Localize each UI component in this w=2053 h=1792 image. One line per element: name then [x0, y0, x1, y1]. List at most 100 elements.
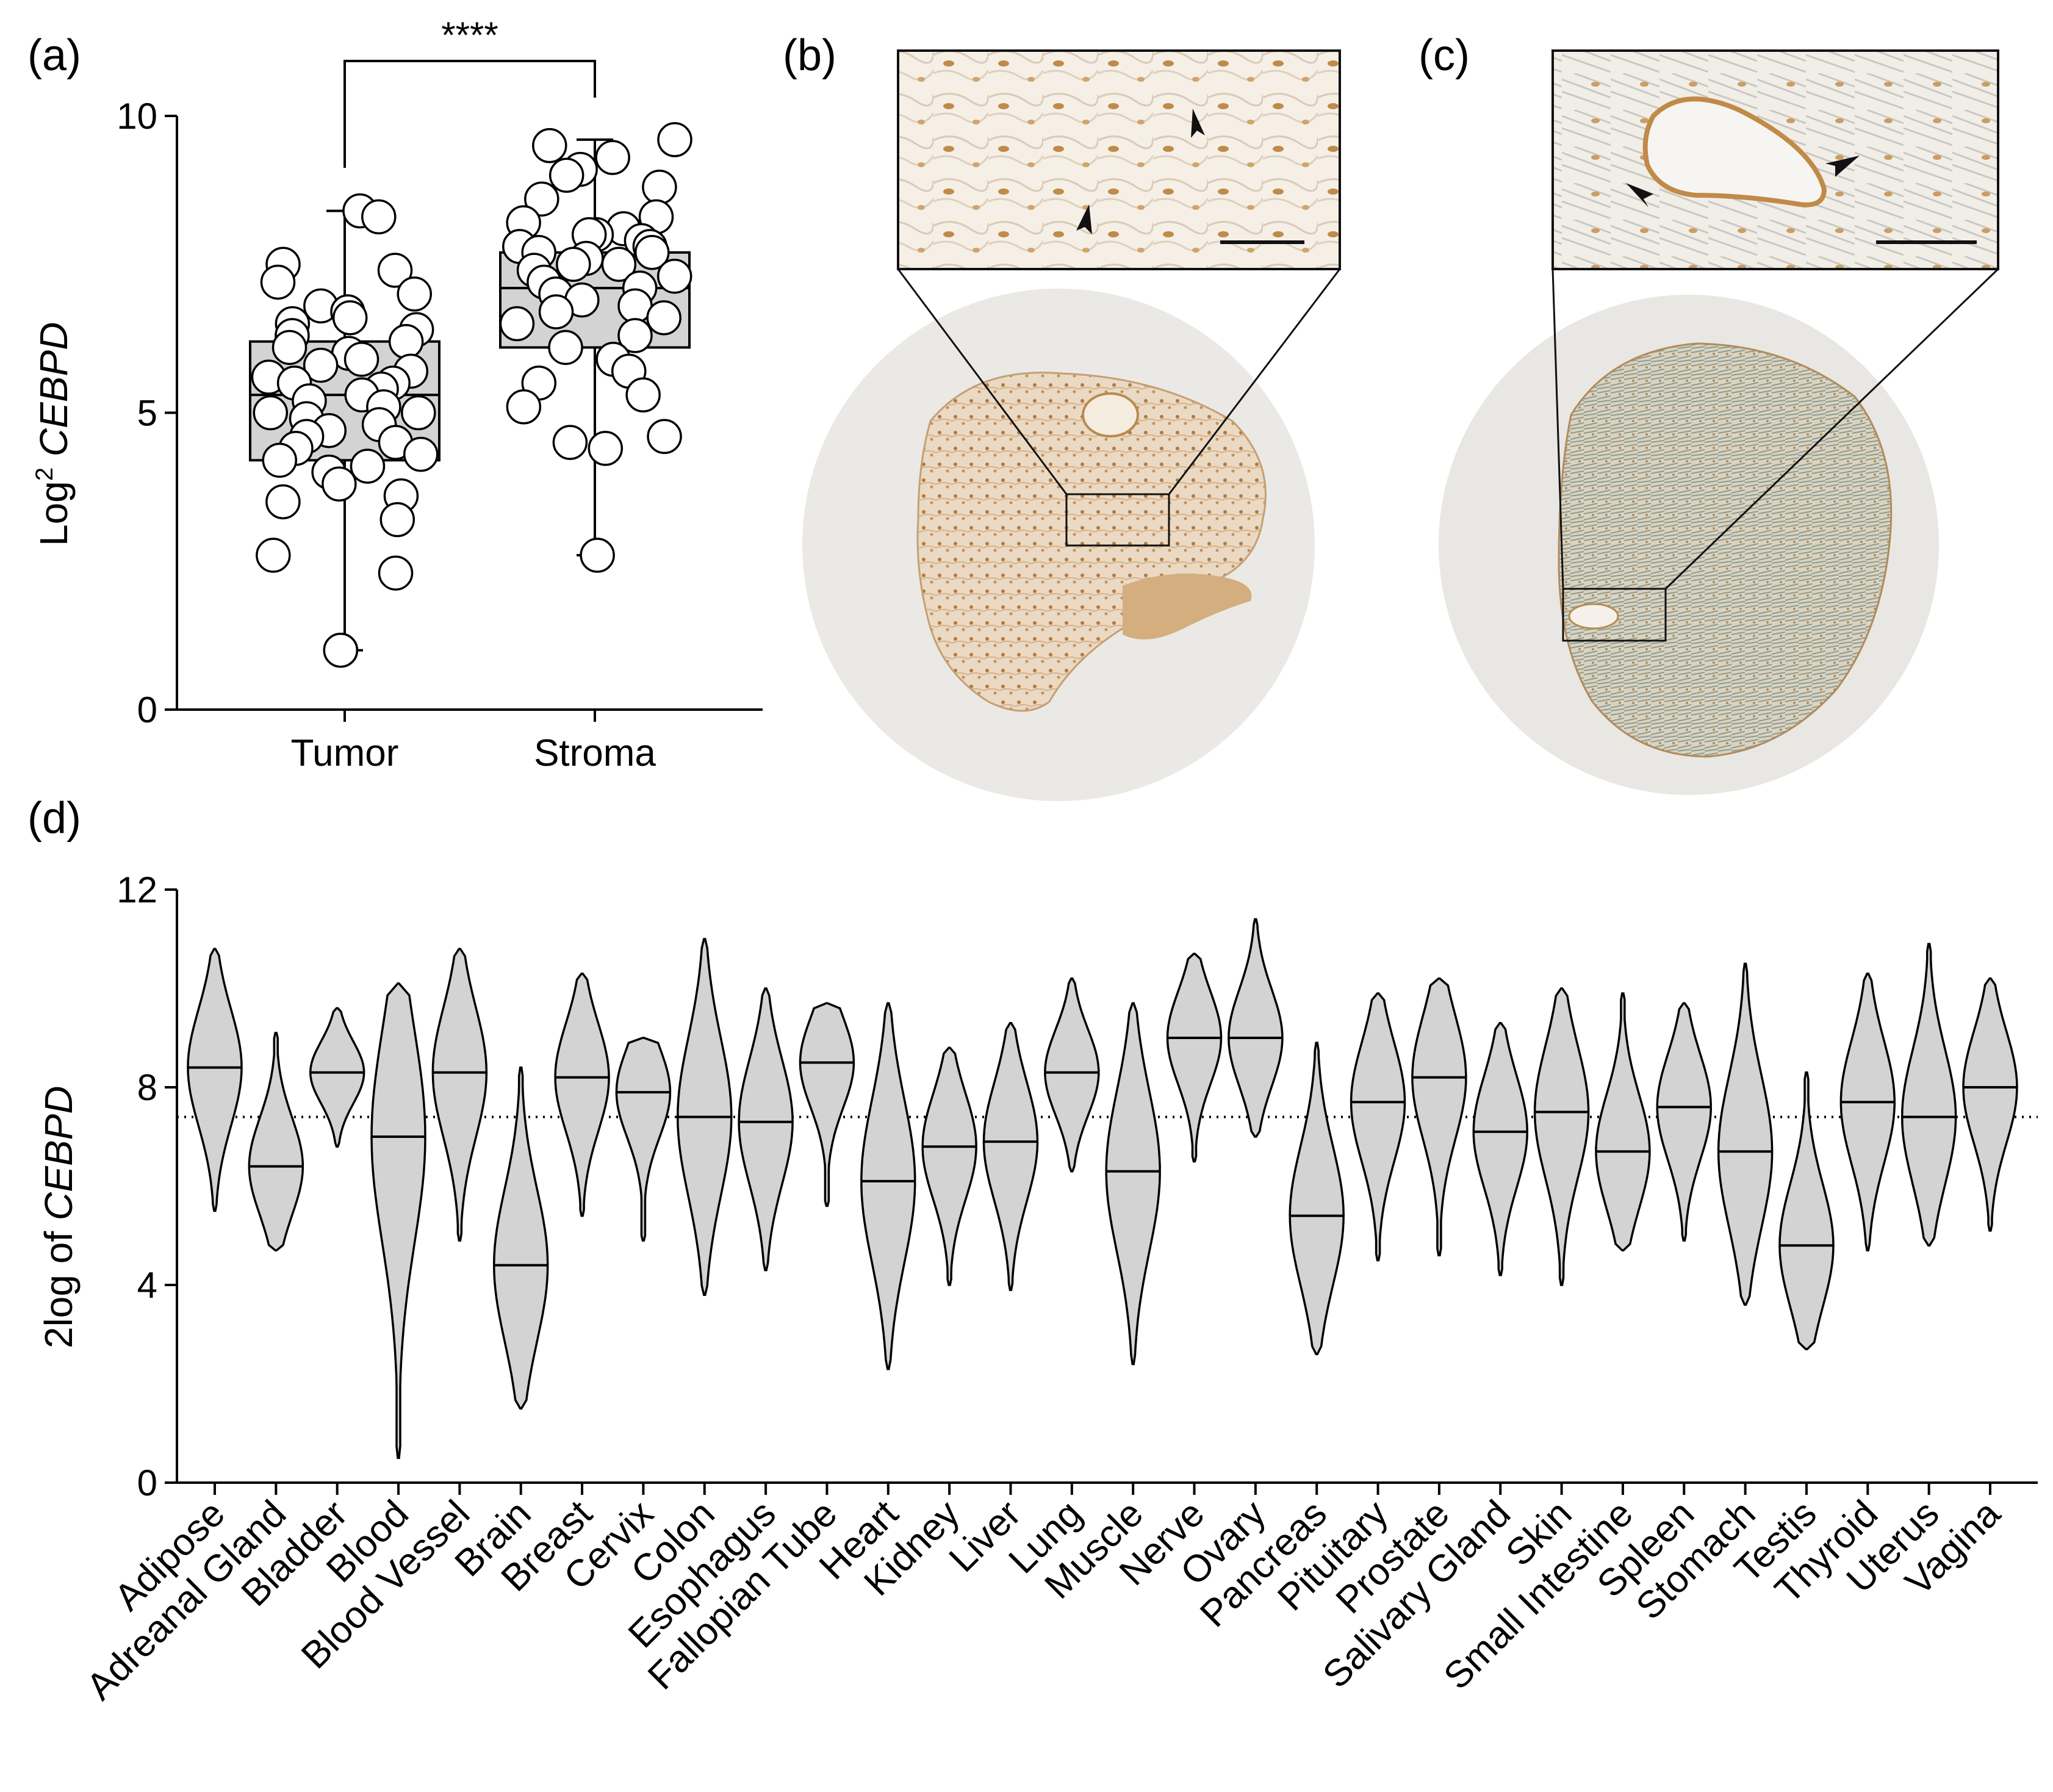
violin-esophagus	[738, 987, 794, 1272]
violin-blood	[370, 982, 426, 1459]
violin-heart	[860, 1002, 916, 1370]
violin-y-tick-label: 12	[117, 869, 157, 910]
vessel-lumen-c	[1642, 96, 1827, 207]
violin-bladder	[309, 1007, 365, 1148]
violin-vagina	[1962, 977, 2018, 1232]
data-point	[323, 632, 359, 668]
box-plot-y-axis-label: Log2 CEBPD	[31, 322, 76, 546]
box-y-tick-label: 5	[137, 393, 157, 434]
ihc-image-b	[802, 49, 1341, 801]
data-point	[617, 318, 653, 353]
panel-label-b: (b)	[783, 31, 836, 80]
violin-adipose	[187, 948, 243, 1212]
violin-liver	[982, 1021, 1039, 1291]
data-point	[625, 377, 661, 413]
arrowhead-b-1	[1191, 109, 1205, 138]
data-point	[532, 128, 567, 164]
violin-breast	[554, 972, 610, 1217]
data-point	[642, 170, 677, 205]
violin-stomach	[1717, 962, 1774, 1306]
box-x-label-tumor: Tumor	[291, 732, 399, 774]
zoom-region-c	[1562, 588, 1667, 642]
violin-y-tick-label: 8	[137, 1067, 157, 1108]
violin-blood-vessel	[431, 948, 488, 1242]
zoom-region-b	[1065, 493, 1170, 547]
data-point	[580, 538, 615, 573]
data-point	[635, 235, 670, 270]
violin-ovary	[1228, 918, 1284, 1138]
data-point	[552, 425, 588, 460]
violin-lung	[1044, 977, 1100, 1173]
data-point	[403, 436, 439, 472]
zoom-line-left-b	[897, 268, 1068, 495]
zoom-line-right-b	[1168, 268, 1341, 495]
violin-uterus	[1900, 943, 1957, 1247]
data-point	[265, 484, 301, 520]
data-point	[322, 466, 357, 502]
data-point	[256, 538, 291, 573]
zoom-line-left-c	[1551, 268, 1564, 589]
violin-salivary-gland	[1472, 1021, 1528, 1276]
violin-pituitary	[1350, 992, 1406, 1262]
data-point	[350, 448, 386, 484]
zoom-inset-b	[897, 49, 1341, 270]
data-point	[388, 323, 424, 359]
panel-label-a: (a)	[27, 31, 81, 80]
data-point	[253, 395, 289, 431]
data-point	[524, 181, 559, 217]
panel-label-d: (d)	[27, 794, 81, 843]
arrowhead-b-2	[1076, 204, 1092, 234]
data-point	[601, 246, 637, 282]
data-point	[595, 140, 630, 175]
zoom-line-right-c	[1664, 268, 1999, 590]
violin-cervix	[615, 1037, 672, 1242]
data-point	[262, 442, 298, 478]
data-point	[499, 306, 535, 342]
data-point	[548, 157, 584, 193]
ihc-image-c	[1439, 49, 1999, 795]
violin-pancreas	[1289, 1042, 1345, 1356]
violin-fallopian-tube	[799, 1002, 855, 1207]
violin-kidney	[921, 1046, 977, 1286]
arrowhead-c-2	[1825, 156, 1860, 177]
significance-bracket	[343, 60, 596, 168]
data-point	[361, 199, 397, 235]
violin-brain	[492, 1066, 549, 1410]
data-point	[646, 300, 681, 336]
data-point	[588, 431, 624, 466]
violin-nerve	[1166, 952, 1223, 1163]
data-point	[343, 342, 379, 377]
data-point	[556, 246, 591, 282]
data-point	[332, 300, 368, 336]
significance-stars: ****	[441, 15, 498, 56]
data-point	[303, 347, 339, 383]
box-x-label-stroma: Stroma	[534, 732, 656, 774]
data-point	[548, 329, 583, 365]
data-point	[378, 555, 414, 591]
violin-spleen	[1656, 1002, 1712, 1242]
data-point	[401, 395, 436, 431]
violin-muscle	[1105, 1002, 1161, 1366]
data-point	[379, 502, 415, 538]
violin-adreanal-gland	[248, 1032, 304, 1252]
data-point	[271, 329, 307, 365]
data-point	[656, 258, 692, 294]
violin-skin	[1533, 987, 1590, 1286]
violin-prostate	[1411, 977, 1467, 1257]
data-point	[377, 253, 413, 288]
violin-y-tick-label: 4	[137, 1265, 157, 1306]
box-y-tick-label: 0	[137, 689, 157, 730]
violin-plot-y-axis-label: 2log of CEBPD	[37, 1086, 81, 1348]
violin-y-tick-label: 0	[137, 1463, 157, 1503]
data-point	[397, 276, 433, 312]
data-point	[647, 419, 682, 455]
gland-b	[1082, 392, 1139, 437]
panel-label-c: (c)	[1418, 31, 1470, 80]
data-point	[657, 122, 692, 157]
epithelium-strip-b	[1123, 574, 1252, 639]
violin-thyroid	[1839, 972, 1896, 1252]
arrowhead-c-1	[1626, 183, 1653, 207]
